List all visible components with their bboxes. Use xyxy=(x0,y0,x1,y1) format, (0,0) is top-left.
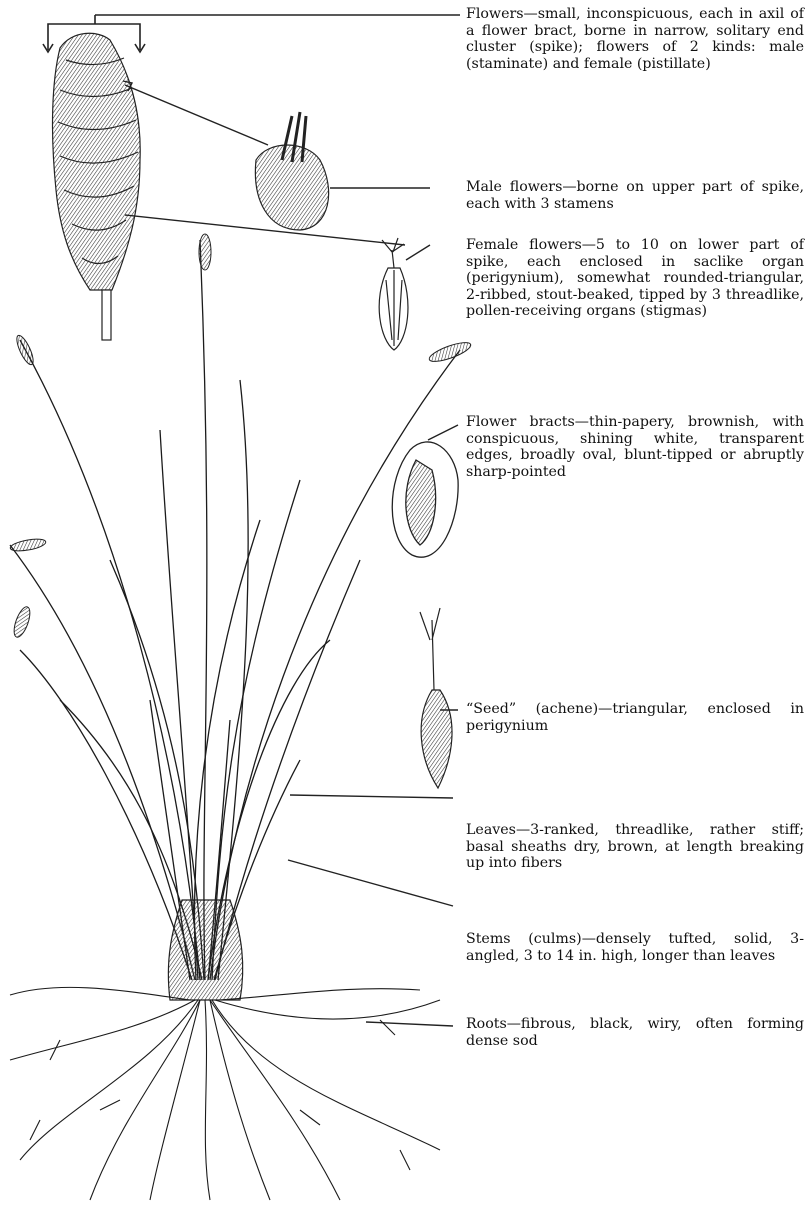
leaves-and-stems xyxy=(10,240,460,980)
label-roots: Roots—fibrous, black, wiry, often formin… xyxy=(466,1016,804,1049)
roots xyxy=(10,987,440,1200)
label-stems: Stems (culms)—densely tufted, solid, 3-a… xyxy=(466,931,804,964)
flower-bract-detail xyxy=(392,442,458,557)
female-flower-detail xyxy=(379,238,408,350)
label-seed: “Seed” (achene)—triangular, enclosed in … xyxy=(466,701,804,734)
label-male-flowers: Male flowers—borne on upper part of spik… xyxy=(466,179,804,212)
basal-clump xyxy=(168,900,242,1000)
seed-detail xyxy=(420,608,452,788)
label-flowers: Flowers—small, inconspicuous, each in ax… xyxy=(466,6,804,72)
small-spikes xyxy=(9,234,472,639)
label-leaves: Leaves—3-ranked, threadlike, rather stif… xyxy=(466,822,804,872)
label-female-flowers: Female flowers—5 to 10 on lower part of … xyxy=(466,237,804,320)
spike-enlarged xyxy=(53,33,141,340)
male-flower-detail xyxy=(255,112,328,230)
label-flower-bracts: Flower bracts—thin-papery, brownish, wit… xyxy=(466,414,804,480)
